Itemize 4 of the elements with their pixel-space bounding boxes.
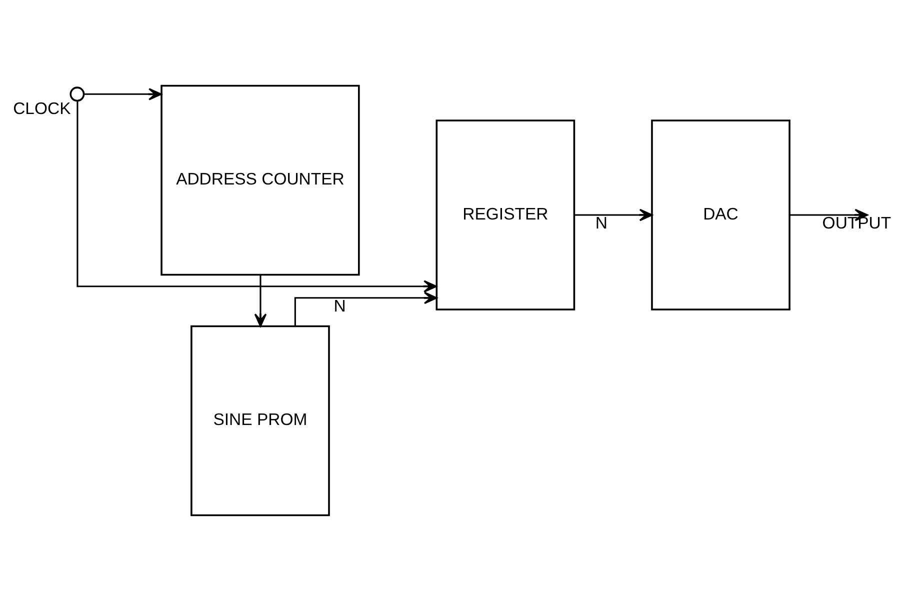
node-label: CLOCK <box>13 98 71 118</box>
edge-label: N <box>595 212 608 232</box>
edge-label: N <box>334 296 346 315</box>
edge-label: OUTPUT <box>822 212 892 232</box>
